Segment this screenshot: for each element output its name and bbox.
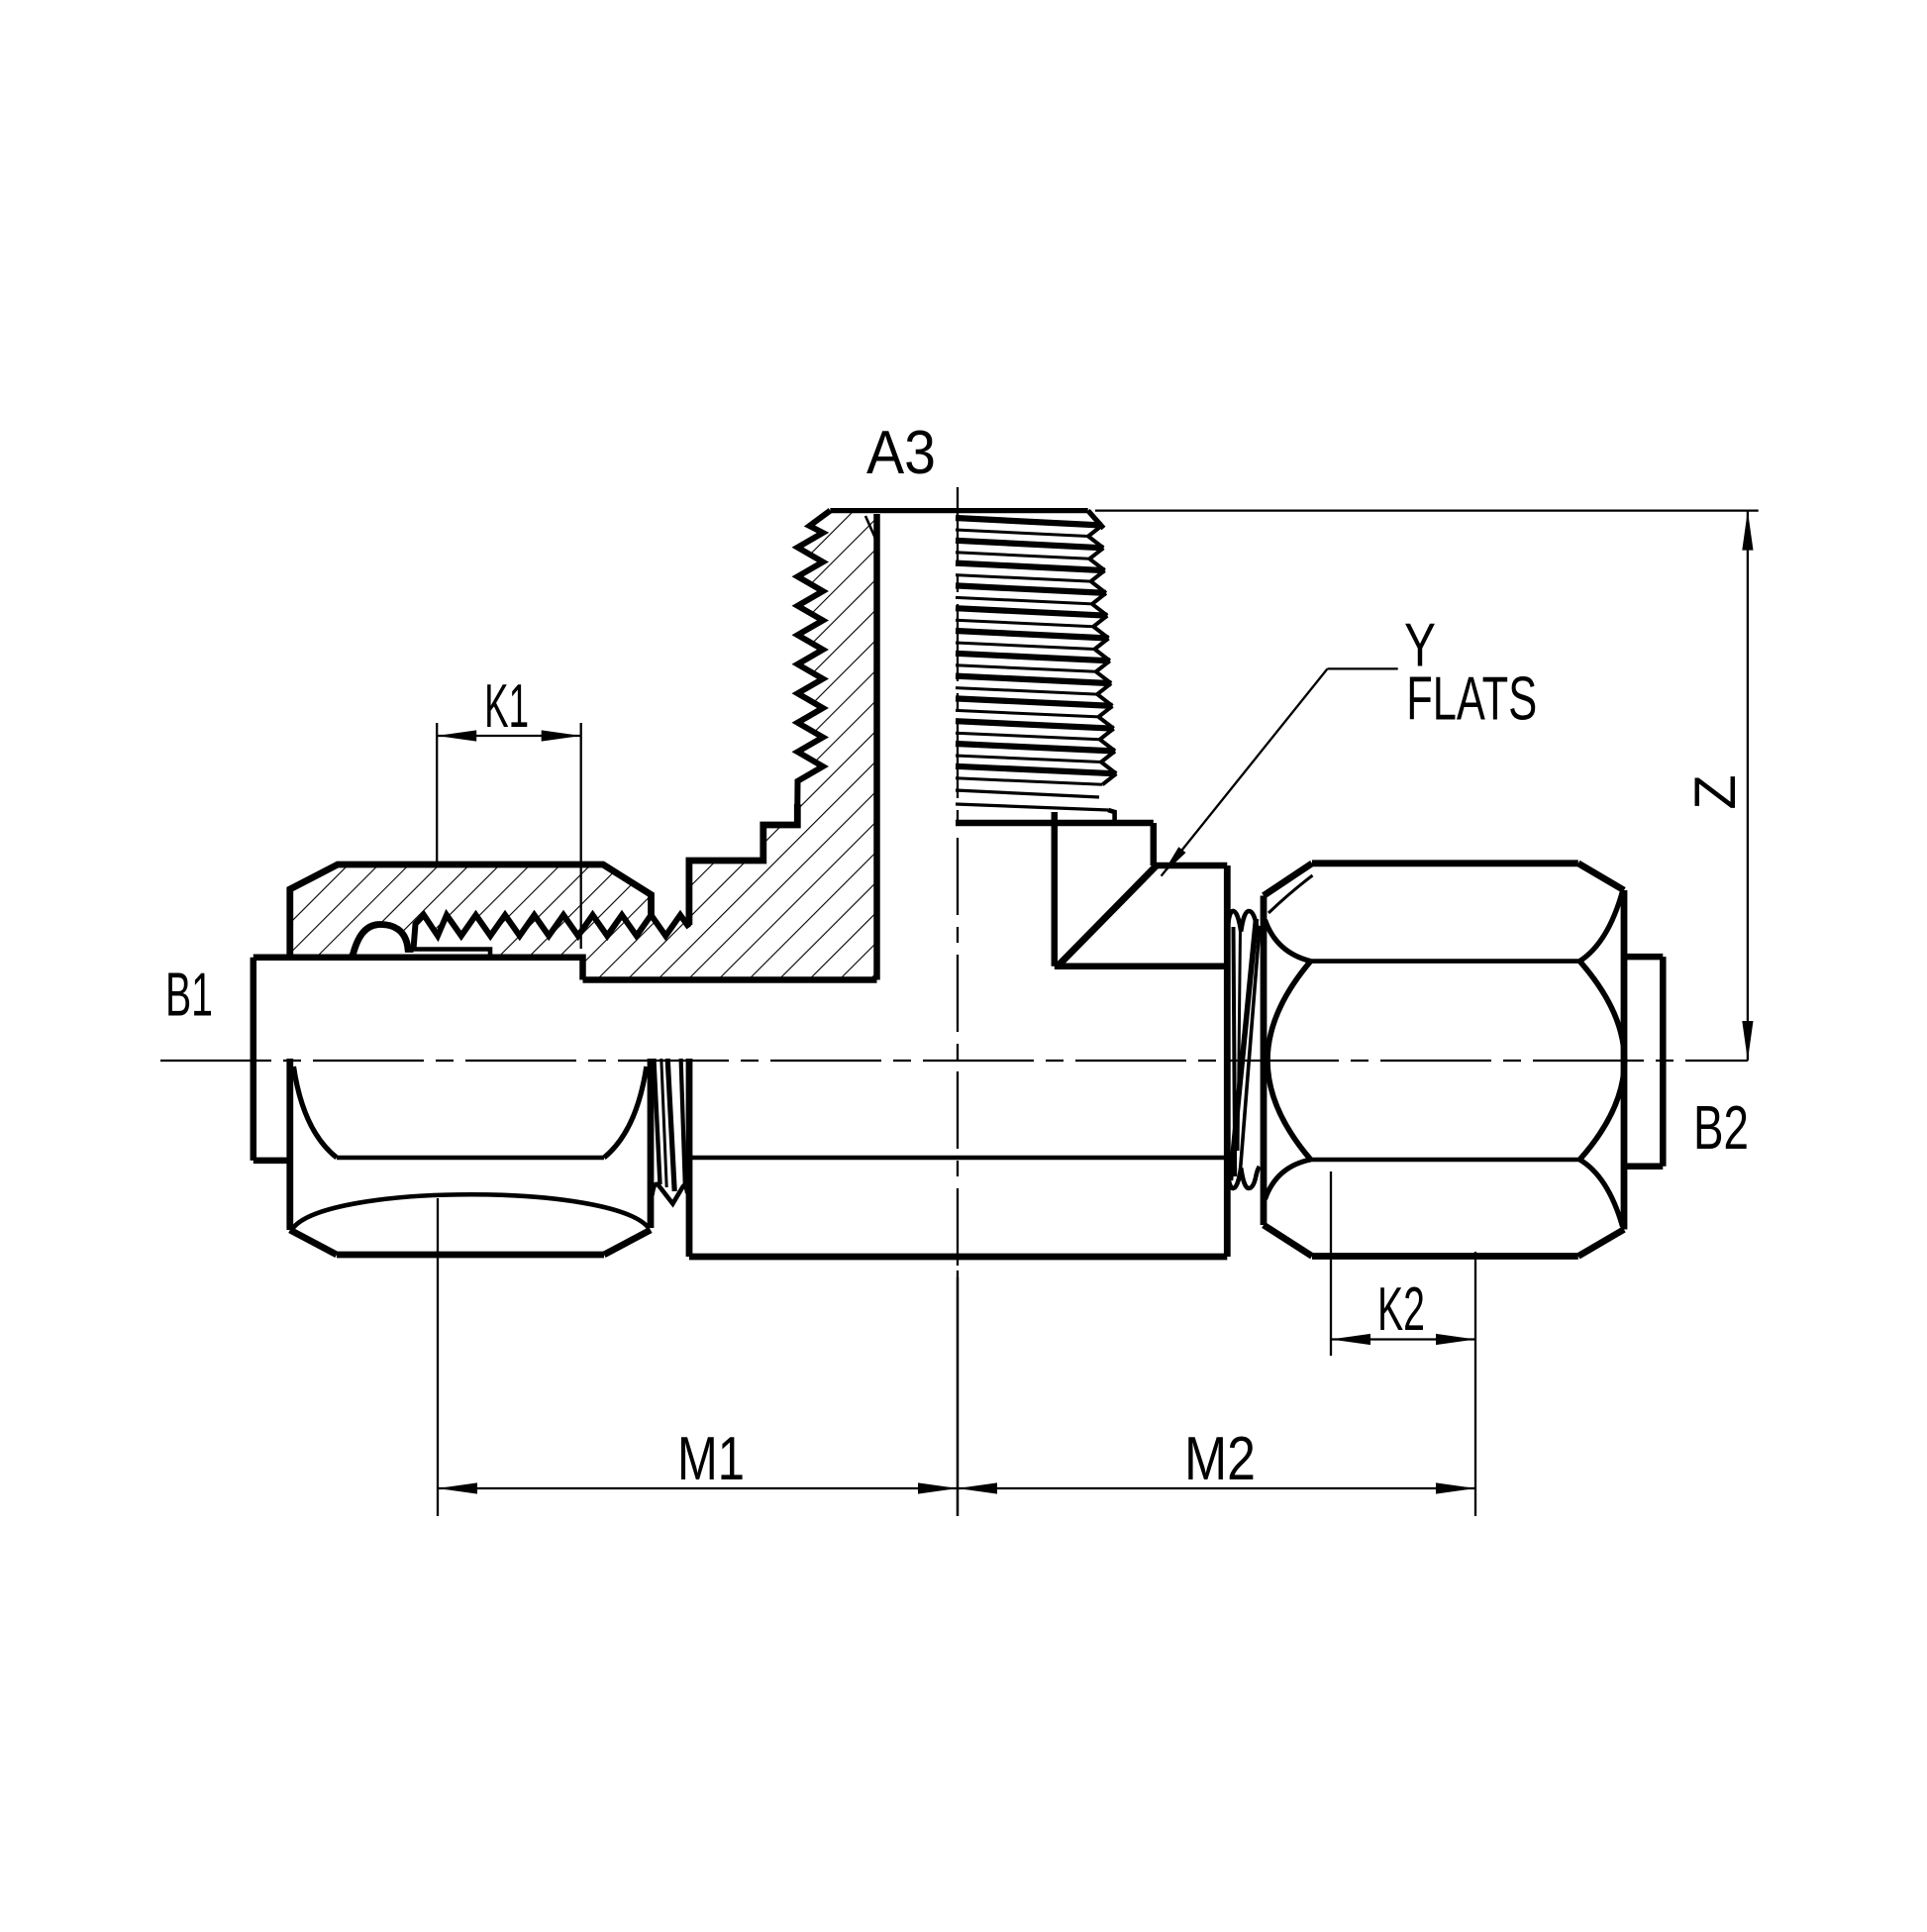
svg-text:B1: B1 (165, 962, 213, 1030)
svg-text:M2: M2 (1184, 1425, 1256, 1493)
svg-text:A3: A3 (866, 419, 936, 487)
svg-text:Z: Z (1683, 774, 1748, 809)
svg-text:M1: M1 (677, 1425, 745, 1493)
svg-text:FLATS: FLATS (1406, 665, 1537, 734)
svg-text:K1: K1 (484, 672, 529, 741)
svg-text:Y: Y (1404, 612, 1436, 680)
svg-text:K2: K2 (1377, 1275, 1425, 1344)
svg-text:B2: B2 (1693, 1094, 1749, 1163)
